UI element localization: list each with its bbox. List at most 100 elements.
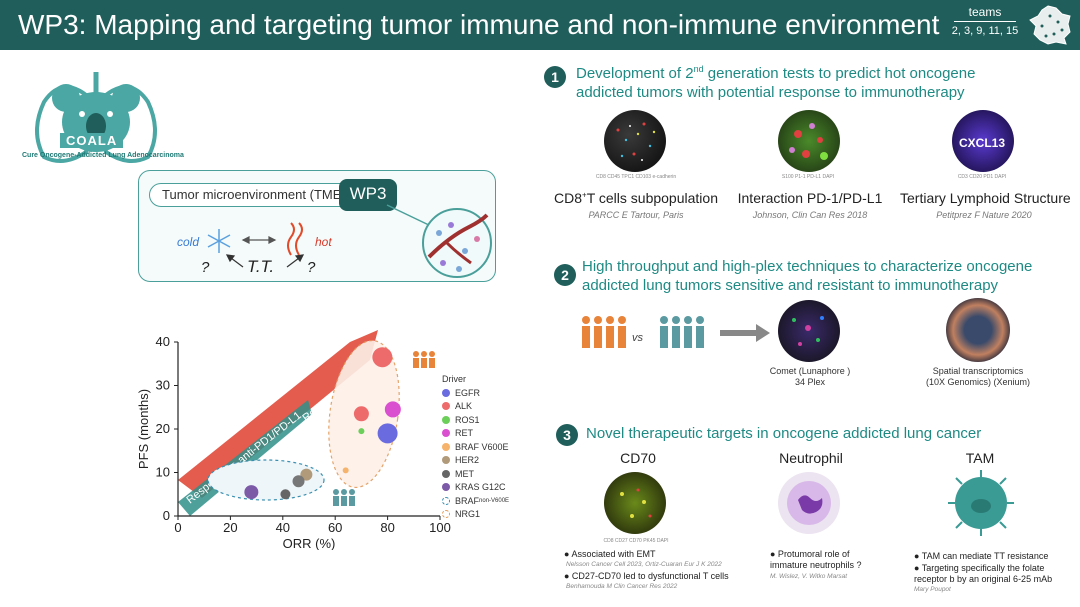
non-responder-group-icon xyxy=(333,489,355,506)
tls-caption: CD3 CD20 PD1 DAPI xyxy=(957,174,1007,180)
tme-illustration xyxy=(207,204,492,278)
cd70-bullet-1-ref: Nelsson Cancer Cell 2023, Ortiz-Cuaran E… xyxy=(566,561,722,568)
legend-item: KRAS G12C xyxy=(442,481,524,495)
y-axis-label: PFS (months) xyxy=(136,389,151,469)
france-map-icon xyxy=(1029,5,1071,45)
spatial-transcriptomics-thumbnail-image xyxy=(946,298,1010,362)
vs-label: vs xyxy=(632,332,643,344)
y-tick-label: 30 xyxy=(156,378,170,393)
tt-arrow-right-icon xyxy=(286,254,305,268)
cd70-thumbnail-image xyxy=(604,472,666,534)
snowflake-icon xyxy=(207,229,231,253)
y-tick-label: 0 xyxy=(163,508,170,523)
legend-swatch xyxy=(442,496,450,505)
tam-bullet-ref: Mary Poupot xyxy=(914,586,951,593)
legend-swatch xyxy=(442,442,450,451)
legend-label: EGFR xyxy=(455,387,481,398)
tumor-tissue-icon xyxy=(422,208,492,278)
section-2-title: High throughput and high-plex techniques… xyxy=(582,258,1033,294)
pd1-caption: S100 P1-1 PD-L1 DAPI xyxy=(781,174,835,180)
neutrophil-bullet-ref: M. Wislez, V. Witko Marsat xyxy=(770,573,848,580)
cd70-caption: CD8 CD27 CD70 PK45 DAPI xyxy=(603,538,669,544)
legend-item: HER2 xyxy=(442,454,524,468)
flame-icon xyxy=(287,222,303,256)
tme-pill: Tumor microenvironment (TME) xyxy=(149,183,369,207)
scatter-point xyxy=(244,485,259,500)
section-1-number: 1 xyxy=(544,66,566,88)
tam-title: TAM xyxy=(965,450,995,466)
comet-thumbnail-image xyxy=(778,300,840,362)
tt-arrow-left-icon xyxy=(225,254,244,268)
bidirectional-arrow-icon xyxy=(241,236,277,244)
cd70-bullet-2-ref: Benhamouda M Clin Cancer Res 2022 xyxy=(566,583,678,590)
scatter-point xyxy=(300,468,313,481)
question-mark-right: ? xyxy=(307,259,316,276)
teams-label: teams xyxy=(954,5,1016,22)
legend-item: MET xyxy=(442,467,524,481)
neutrophil-thumbnail-image xyxy=(778,472,840,534)
tam-bullet-2: ● Targeting specifically the folate xyxy=(914,563,1045,573)
legend-item: NRG1 xyxy=(442,508,524,522)
logo-subtitle: Cure Oncogene-Addicted Lung Adenocarcino… xyxy=(22,152,184,159)
legend-swatch xyxy=(442,429,450,438)
x-tick-label: 80 xyxy=(380,520,394,535)
scatter-point xyxy=(384,401,401,418)
pd1-title: Interaction PD-1/PD-L1 xyxy=(737,190,883,206)
tls-reference: Petitprez F Nature 2020 xyxy=(936,210,1032,220)
teams-box: teams 2, 3, 9, 11, 15 xyxy=(946,5,1024,45)
logo-name: COALA xyxy=(60,133,124,148)
legend-label: KRAS G12C xyxy=(455,482,506,493)
cd70-title: CD70 xyxy=(620,450,656,466)
scatter-point xyxy=(358,428,365,435)
legend-label: BRAF xyxy=(455,495,480,506)
scatter-point xyxy=(280,489,291,500)
legend-label: NRG1 xyxy=(455,509,481,520)
legend-swatch xyxy=(442,469,450,478)
responder-group-icon xyxy=(413,351,435,368)
tam-bullet-1: ● TAM can mediate TT resistance xyxy=(914,551,1049,561)
question-mark-left: ? xyxy=(201,259,210,276)
legend-label: ROS1 xyxy=(455,414,480,425)
teams-list: 2, 3, 9, 11, 15 xyxy=(951,25,1019,37)
legend-title: Driver xyxy=(442,374,466,384)
cd70-bullet-1: ● Associated with EMT xyxy=(564,549,656,559)
orr-pfs-scatter-chart: Response to TT Response to anti-PD1/PD-L… xyxy=(136,330,451,550)
patient-group-teal-icon xyxy=(660,316,704,348)
cxcl13-label: CXCL13 xyxy=(958,136,1005,150)
tls-thumbnail-image: CXCL13 xyxy=(952,110,1014,172)
legend-label: MET xyxy=(455,468,474,479)
tam-bullet-3: receptor b by an original 6-25 mAb xyxy=(914,574,1053,584)
pd1-thumbnail-image xyxy=(778,110,840,172)
legend-label: ALK xyxy=(455,401,473,412)
header-bar: WP3: Mapping and targeting tumor immune … xyxy=(0,0,1080,50)
legend-item: RET xyxy=(442,427,524,441)
cd70-bullet-2: ● CD27-CD70 led to dysfunctional T cells xyxy=(564,571,729,581)
legend-label: HER2 xyxy=(455,455,480,466)
scatter-point xyxy=(292,475,305,488)
scatter-point xyxy=(377,423,398,444)
legend-item: ALK xyxy=(442,400,524,414)
legend-swatch xyxy=(442,456,450,465)
cold-label: cold xyxy=(177,235,200,249)
tme-box: Tumor microenvironment (TME) WP3 cold ho… xyxy=(138,170,496,282)
spatial-caption-line2: (10X Genomics) (Xenium) xyxy=(925,377,1031,387)
y-tick-label: 40 xyxy=(156,334,170,349)
section-3-number: 3 xyxy=(556,424,578,446)
tt-label: T.T. xyxy=(247,257,275,276)
legend-swatch xyxy=(442,483,450,492)
x-tick-label: 40 xyxy=(276,520,290,535)
section-1-title: Development of 2nd generation tests to p… xyxy=(576,64,976,101)
tt-response-arrow xyxy=(178,330,378,498)
legend-item: BRAF V600E xyxy=(442,440,524,454)
x-axis-label: ORR (%) xyxy=(283,536,336,550)
pd1-reference: Johnson, Clin Can Res 2018 xyxy=(752,210,868,220)
chart-points xyxy=(244,347,401,500)
scatter-point xyxy=(353,406,369,422)
neutrophil-bullet-2: immature neutrophils ? xyxy=(770,560,862,570)
patient-group-orange-icon xyxy=(582,316,626,348)
cd8-title: CD8+T cells subpopulation xyxy=(554,190,718,206)
legend-item: ROS1 xyxy=(442,413,524,427)
